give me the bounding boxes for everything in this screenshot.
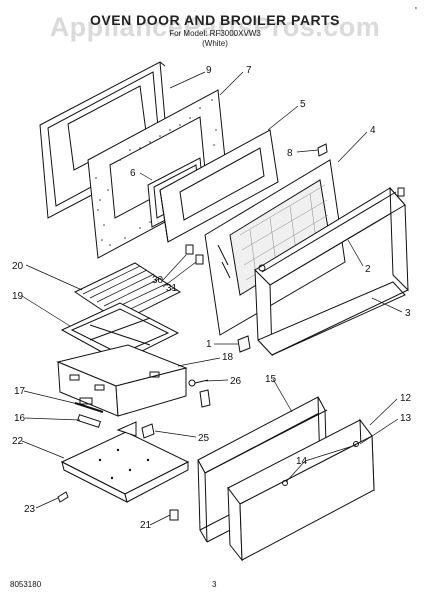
corner-mark: ' xyxy=(415,6,417,17)
callout-13: 13 xyxy=(400,413,412,424)
callout-23: 23 xyxy=(24,504,36,515)
callout-6: 6 xyxy=(130,168,136,179)
color-line: (White) xyxy=(202,39,228,48)
model-line: For Model: RF3000XVW3 xyxy=(169,29,261,38)
callout-8: 8 xyxy=(287,148,293,159)
callout-31: 31 xyxy=(166,283,178,294)
callout-18: 18 xyxy=(222,352,234,363)
callout-3: 3 xyxy=(405,308,411,319)
part-bracket-31 xyxy=(195,254,204,265)
callout-4: 4 xyxy=(370,125,376,136)
part-broiler-grid xyxy=(73,262,182,323)
part-fastener-23 xyxy=(57,491,69,503)
page-title: OVEN DOOR AND BROILER PARTS xyxy=(90,12,340,28)
part-bracket-30 xyxy=(185,244,194,255)
part-door-liner xyxy=(159,129,279,243)
callout-19: 19 xyxy=(12,291,24,302)
callout-16: 16 xyxy=(14,413,26,424)
doc-number: 8053180 xyxy=(10,580,42,589)
part-outer-door-frame xyxy=(254,186,409,357)
callout-26: 26 xyxy=(230,376,242,387)
callout-17: 17 xyxy=(14,386,26,397)
part-bracket-21 xyxy=(169,509,179,521)
part-broiler-pan xyxy=(60,302,180,363)
callout-12: 12 xyxy=(400,393,412,404)
part-door-insulation xyxy=(87,89,229,259)
part-plate-25 xyxy=(141,423,155,439)
part-screw-26 xyxy=(188,379,209,387)
callout-22: 22 xyxy=(12,436,24,447)
part-glide-16 xyxy=(76,414,102,428)
callout-9: 9 xyxy=(206,65,212,76)
part-drawer-tray xyxy=(60,421,190,503)
callout-14: 14 xyxy=(296,456,308,467)
callout-25: 25 xyxy=(198,433,210,444)
part-block xyxy=(237,335,251,353)
part-rod-17 xyxy=(74,402,104,413)
part-broiler-drawer xyxy=(56,344,188,417)
part-clip xyxy=(317,143,328,157)
page-number: 3 xyxy=(212,580,217,589)
callout-21: 21 xyxy=(140,520,152,531)
callout-7: 7 xyxy=(246,65,252,76)
callout-20: 20 xyxy=(12,261,24,272)
callout-30: 30 xyxy=(152,275,164,286)
callout-2: 2 xyxy=(365,264,371,275)
callout-15: 15 xyxy=(265,374,277,385)
callout-5: 5 xyxy=(300,99,306,110)
watermark: AppliancePartsPros.com xyxy=(49,12,381,42)
callout-1: 1 xyxy=(206,339,212,350)
